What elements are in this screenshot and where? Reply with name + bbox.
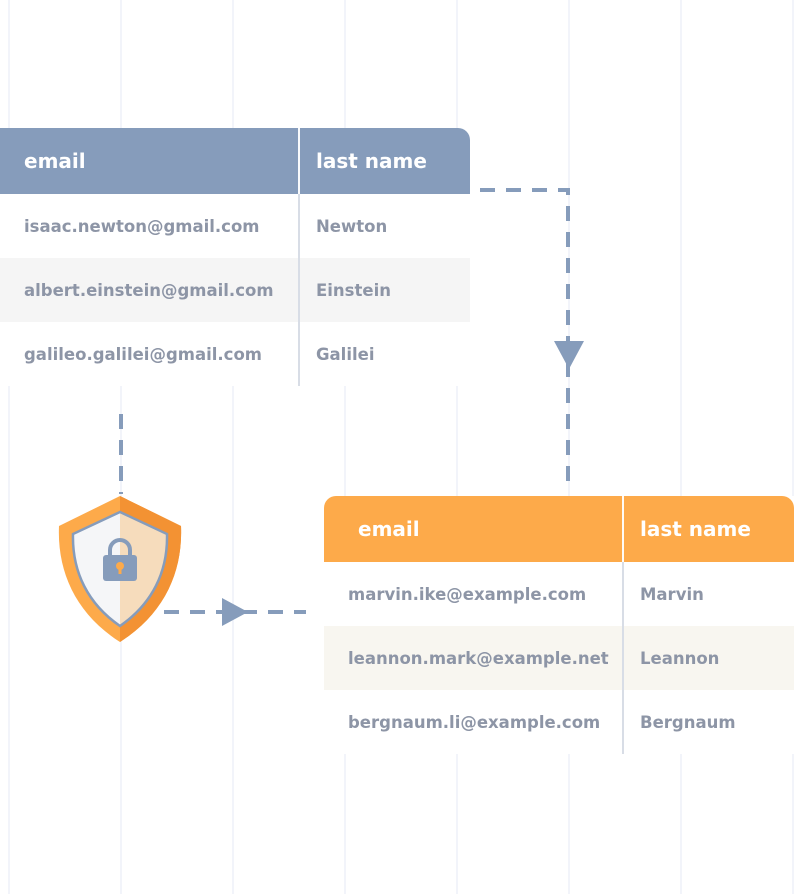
source-table: email last name isaac.newton@gmail.com N… — [0, 128, 470, 386]
table-row: isaac.newton@gmail.com Newton — [0, 194, 470, 258]
email-cell: leannon.mark@example.net — [324, 626, 624, 690]
last-name-cell: Leannon — [640, 648, 720, 668]
table-row: leannon.mark@example.net Leannon — [324, 626, 794, 690]
last-name-cell: Galilei — [316, 344, 375, 364]
last-name-cell: Bergnaum — [640, 712, 736, 732]
last-name-cell: Newton — [316, 216, 388, 236]
table-row: galileo.galilei@gmail.com Galilei — [0, 322, 470, 386]
target-table-header: email last name — [324, 496, 794, 562]
target-email-header: email — [324, 496, 624, 562]
email-cell: isaac.newton@gmail.com — [0, 194, 300, 258]
lock-icon — [103, 538, 137, 581]
last-name-cell: Marvin — [640, 584, 704, 604]
shield-lock-icon — [58, 496, 182, 642]
table-row: bergnaum.li@example.com Bergnaum — [324, 690, 794, 754]
email-cell: galileo.galilei@gmail.com — [0, 322, 300, 386]
email-cell: bergnaum.li@example.com — [324, 690, 624, 754]
source-email-header: email — [0, 128, 300, 194]
source-table-header: email last name — [0, 128, 470, 194]
target-last-name-header: last name — [640, 517, 751, 541]
email-cell: albert.einstein@gmail.com — [0, 258, 300, 322]
source-last-name-header: last name — [316, 149, 427, 173]
table-row: albert.einstein@gmail.com Einstein — [0, 258, 470, 322]
email-cell: marvin.ike@example.com — [324, 562, 624, 626]
target-table: email last name marvin.ike@example.com M… — [324, 496, 794, 754]
table-row: marvin.ike@example.com Marvin — [324, 562, 794, 626]
last-name-cell: Einstein — [316, 280, 391, 300]
